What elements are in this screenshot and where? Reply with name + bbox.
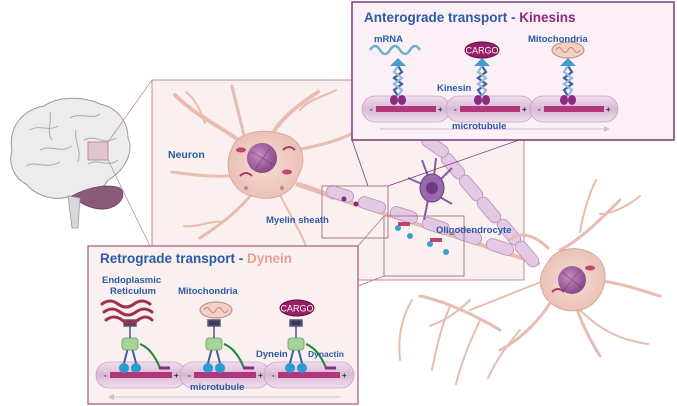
anterograde-polarity: - + - + - +: [370, 105, 611, 114]
mitochondrion-icon: [551, 41, 585, 59]
dynein-motor-2: [203, 337, 254, 373]
axon-inset-motors: [341, 196, 449, 255]
kinesin-motor-3: [560, 58, 576, 105]
myelinated-axon: [325, 185, 541, 266]
retrograde-arrow: [108, 394, 340, 400]
dynein-motor-1: [119, 337, 170, 373]
oligodendrocyte-sheath-chain: [421, 134, 540, 268]
svg-text:+: +: [522, 105, 527, 114]
svg-text:-: -: [454, 105, 457, 114]
label-neuron: Neuron: [168, 149, 205, 161]
label-myelin-sheath: Myelin sheath: [266, 215, 329, 226]
label-mitochondria-top: Mitochondria: [528, 34, 588, 45]
svg-text:-: -: [188, 371, 191, 380]
anterograde-arrow: [380, 126, 610, 132]
label-dynactin: Dynactin: [308, 349, 344, 359]
svg-text:+: +: [438, 105, 443, 114]
svg-text:+: +: [258, 371, 263, 380]
dynein-motor-3: [285, 337, 336, 373]
anterograde-title: Anterograde transport - Kinesins: [364, 10, 576, 25]
axon-zoom-box: [321, 185, 389, 239]
label-er-line1: Endoplasmic: [102, 275, 161, 286]
svg-text:-: -: [370, 105, 373, 114]
neuron-organelles: [236, 146, 296, 190]
brain-illustration: [10, 97, 131, 229]
label-er-line2: Reticulum: [110, 286, 156, 297]
kinesin-motor-2: [474, 58, 490, 105]
axon-zoom-box-2: [383, 215, 465, 277]
retrograde-polarity: -+ -+ -+: [104, 371, 347, 380]
mitochondrion-retro-icon: [199, 301, 233, 319]
svg-text:+: +: [342, 371, 347, 380]
label-microtubule-bottom: microtubule: [190, 382, 244, 393]
label-dynein: Dynein: [256, 349, 288, 360]
cargo-vesicle-label: CARGO: [465, 46, 498, 56]
svg-text:-: -: [272, 371, 275, 380]
retrograde-panel: CARGO: [87, 245, 359, 405]
svg-text:+: +: [174, 371, 179, 380]
label-oligodendrocyte: Oligodendrocyte: [436, 225, 511, 236]
label-mitochondria-bottom: Mitochondria: [178, 286, 238, 297]
svg-text:+: +: [606, 105, 611, 114]
svg-text:-: -: [538, 105, 541, 114]
mrna-strand-icon: [368, 44, 422, 56]
kinesin-motor-1: [390, 58, 406, 105]
label-microtubule-top: microtubule: [452, 121, 506, 132]
svg-text:-: -: [104, 371, 107, 380]
anterograde-panel: CARGO: [351, 1, 675, 141]
cargo-vesicle-top: CARGO: [464, 41, 500, 59]
endoplasmic-reticulum-icon: [100, 299, 154, 325]
label-kinesin: Kinesin: [437, 83, 472, 94]
target-neuron: [429, 179, 662, 379]
axon-terminals: [398, 294, 502, 385]
anterograde-microtubule: [361, 95, 619, 123]
cargo-vesicle-bottom: CARGO: [279, 299, 315, 317]
label-mrna: mRNA: [374, 34, 403, 45]
retrograde-title: Retrograde transport - Dynein: [100, 251, 292, 266]
oligodendrocyte-cell: [407, 157, 453, 221]
cargo-vesicle-bottom-label: CARGO: [280, 304, 313, 314]
